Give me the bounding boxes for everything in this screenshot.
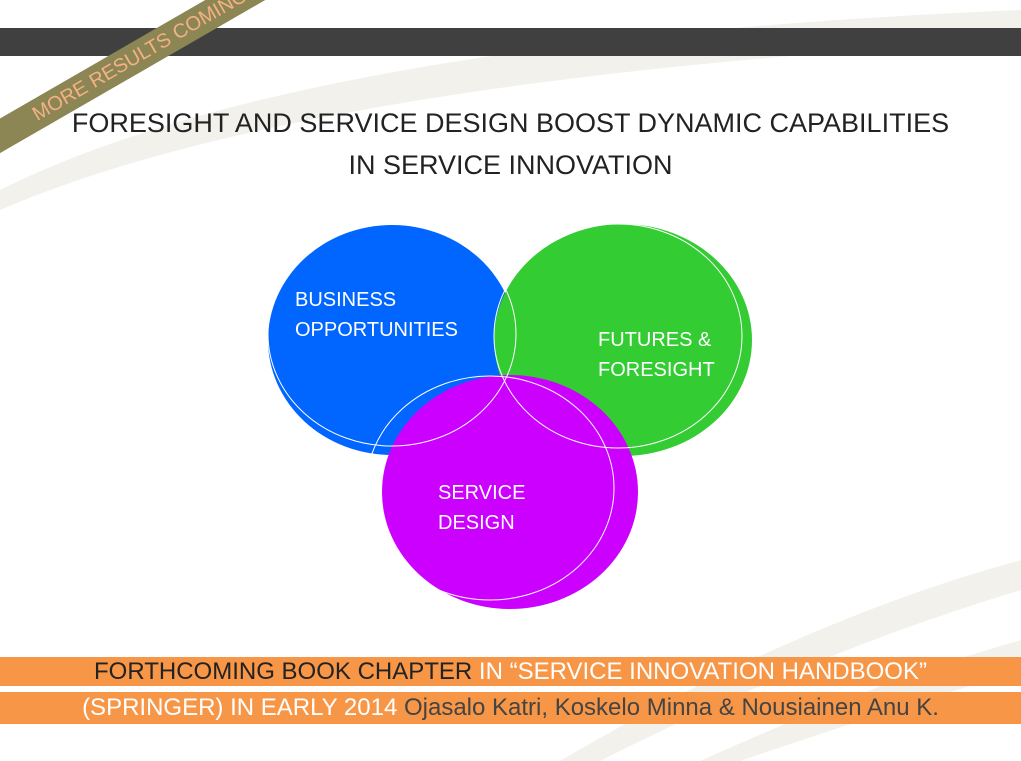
slide-title: FORESIGHT AND SERVICE DESIGN BOOST DYNAM… [0,102,1021,186]
circle-service-design [382,375,638,609]
title-line-1: FORESIGHT AND SERVICE DESIGN BOOST DYNAM… [71,108,950,138]
footer-line-1: FORTHCOMING BOOK CHAPTER IN “SERVICE INN… [0,657,1021,686]
title-line-2: IN SERVICE INNOVATION [348,150,673,180]
label-futures: FUTURES &FORESIGHT [598,329,715,381]
footer-line-2: (SPRINGER) IN EARLY 2014 Ojasalo Katri, … [0,692,1021,724]
